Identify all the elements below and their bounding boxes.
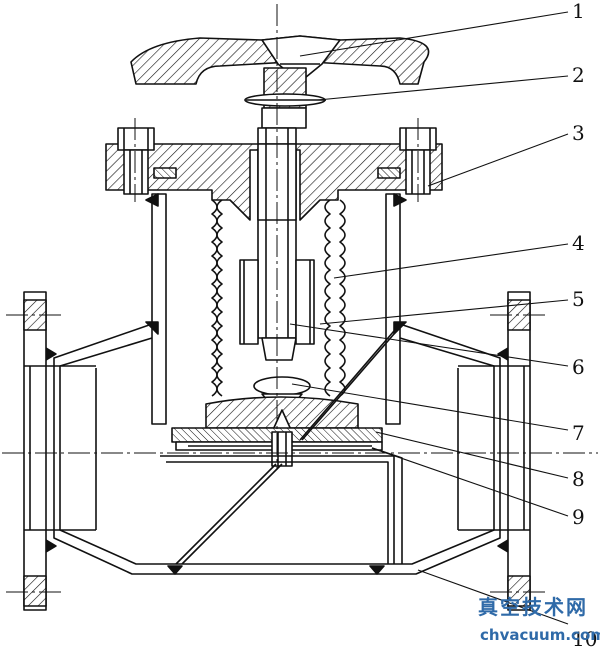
left-flange	[23, 291, 96, 611]
bellows	[211, 199, 346, 397]
callout-5: 5	[572, 287, 585, 311]
callout-labels: 1 2 3 4 5 6 7 8 9 10	[572, 0, 597, 651]
centerlines	[2, 4, 598, 593]
valve-body	[45, 321, 509, 575]
callout-3: 3	[572, 121, 585, 145]
callout-4: 4	[572, 231, 585, 255]
watermark-url: chvacuum.com	[480, 626, 600, 644]
upper-housing	[145, 193, 407, 425]
watermark-cn: 真空技术网	[478, 595, 588, 619]
callout-9: 9	[572, 505, 585, 529]
right-flange	[458, 291, 531, 611]
callout-2: 2	[572, 63, 585, 87]
callout-1: 1	[572, 0, 585, 23]
guide-sleeve	[239, 259, 315, 345]
handwheel	[130, 35, 430, 85]
callout-6: 6	[572, 355, 585, 379]
callout-8: 8	[572, 467, 585, 491]
callout-7: 7	[572, 421, 585, 445]
bonnet-bolt-left	[117, 127, 177, 195]
leader-lines	[289, 11, 569, 625]
callout-10: 10	[572, 627, 597, 651]
watermark: 真空技术网 chvacuum.com	[478, 595, 600, 644]
stem-pin	[244, 67, 326, 109]
